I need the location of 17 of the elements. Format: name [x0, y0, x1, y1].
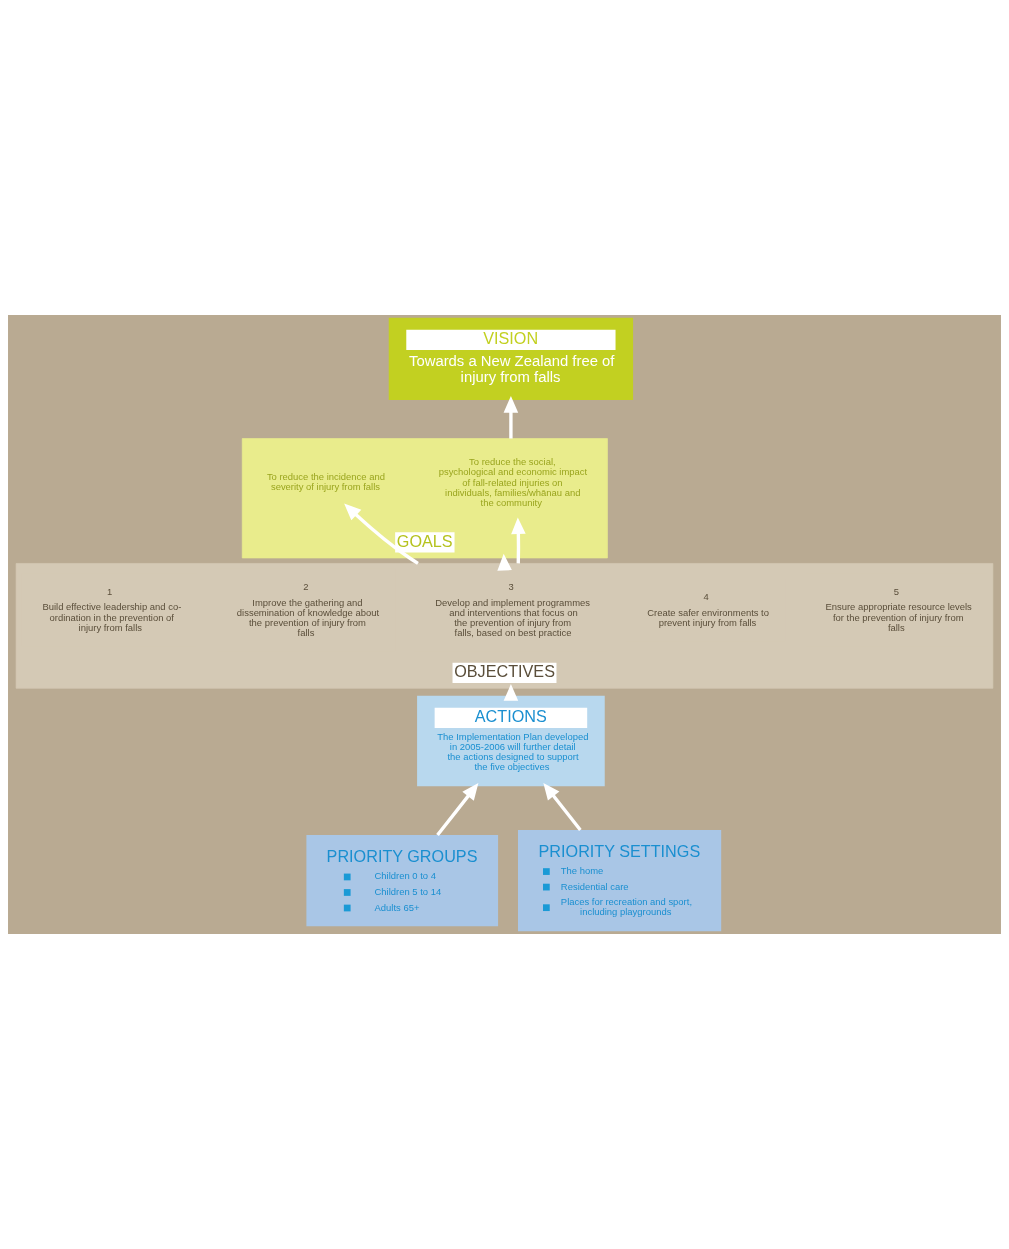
node-box: PRIORITY SETTINGS The home Residential care Places for recreation and sport, including playgrounds [518, 830, 722, 932]
node-text: To reduce the social, psychological and economic impact of fall-related injuries on individuals, families/whānau and the community [438, 456, 588, 508]
arrow [344, 503, 419, 565]
node-text: 5 Ensure appropriate resource levels for the prevention of injury from falls [825, 585, 972, 633]
node-text: 2 Improve the gathering and dissemination of knowledge about the prevention of injury from falls [236, 581, 380, 639]
node-box: PRIORITY GROUPS Children 0 to 4 Children 5 to 14 Adults 65+ [306, 835, 499, 927]
node-box: VISION Towards a New Zealand free of injury from falls [388, 317, 634, 401]
node-text: 1 Build effective leadership and co-ordination in the prevention of injury from falls [42, 585, 182, 633]
arrow [511, 517, 526, 564]
arrow [543, 782, 582, 832]
node-text: To reduce the incidence and severity of injury from falls [266, 471, 385, 493]
node-text: 3 Develop and implement programmes and interventions that focus on the prevention of injury from falls, based on best practice [435, 581, 591, 639]
arrow [436, 783, 479, 837]
arrow [503, 395, 519, 439]
arrow [503, 684, 519, 701]
node-text: 4 Create safer environments to prevent injury from falls [647, 591, 769, 628]
arrow [497, 553, 512, 571]
